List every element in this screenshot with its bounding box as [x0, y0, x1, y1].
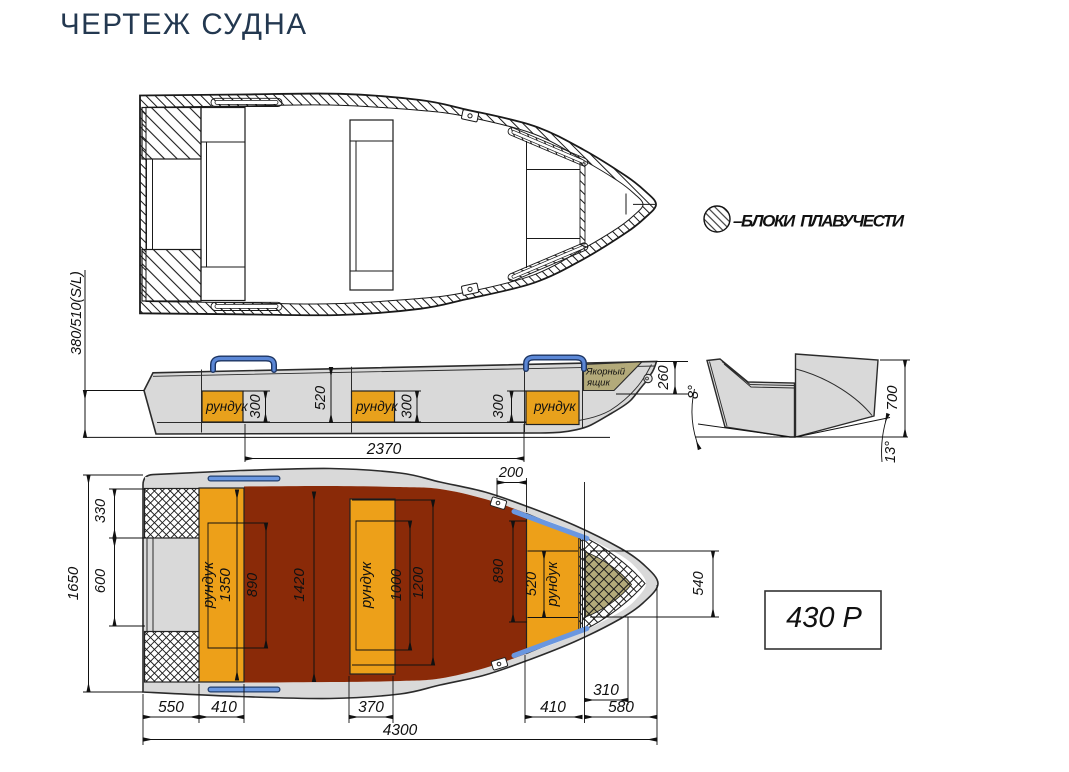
svg-text:520: 520: [313, 386, 329, 410]
svg-text:300: 300: [248, 394, 264, 418]
svg-text:520: 520: [524, 572, 540, 596]
svg-text:ящик: ящик: [586, 378, 610, 389]
svg-text:370: 370: [358, 699, 384, 716]
svg-text:700: 700: [884, 385, 901, 411]
svg-text:рундук: рундук: [200, 561, 217, 609]
svg-text:рундук: рундук: [533, 399, 576, 414]
svg-text:200: 200: [498, 465, 523, 481]
svg-text:13°: 13°: [883, 441, 899, 463]
svg-text:310: 310: [593, 682, 619, 699]
svg-text:рундук: рундук: [545, 560, 561, 607]
svg-text:410: 410: [540, 699, 566, 716]
svg-text:4300: 4300: [383, 722, 418, 739]
svg-text:1200: 1200: [411, 567, 427, 599]
svg-text:1000: 1000: [389, 569, 405, 601]
svg-text:Якорный: Якорный: [585, 367, 626, 378]
svg-text:410: 410: [211, 699, 237, 716]
svg-text:рундук: рундук: [355, 399, 398, 414]
svg-text:380/510(S/L): 380/510(S/L): [69, 271, 85, 355]
svg-text:580: 580: [608, 699, 634, 716]
svg-text:540: 540: [691, 571, 707, 595]
svg-text:890: 890: [491, 559, 507, 583]
svg-text:600: 600: [93, 569, 109, 593]
svg-text:300: 300: [400, 394, 416, 418]
svg-text:260: 260: [656, 365, 672, 390]
svg-text:–БЛОКИ ПЛАВУЧЕСТИ: –БЛОКИ ПЛАВУЧЕСТИ: [733, 212, 905, 231]
svg-text:8°: 8°: [686, 385, 702, 399]
svg-text:550: 550: [158, 699, 184, 716]
svg-text:2370: 2370: [366, 441, 402, 458]
svg-text:300: 300: [491, 394, 507, 418]
svg-text:рундук: рундук: [358, 561, 375, 609]
svg-text:1420: 1420: [291, 568, 308, 602]
svg-text:ЧЕРТЕЖ СУДНА: ЧЕРТЕЖ СУДНА: [60, 8, 308, 41]
svg-text:430 Р: 430 Р: [786, 602, 862, 634]
svg-text:1650: 1650: [65, 566, 82, 600]
svg-text:890: 890: [245, 573, 261, 597]
svg-text:330: 330: [93, 499, 109, 523]
svg-text:1350: 1350: [217, 568, 234, 602]
svg-text:рундук: рундук: [205, 399, 248, 414]
